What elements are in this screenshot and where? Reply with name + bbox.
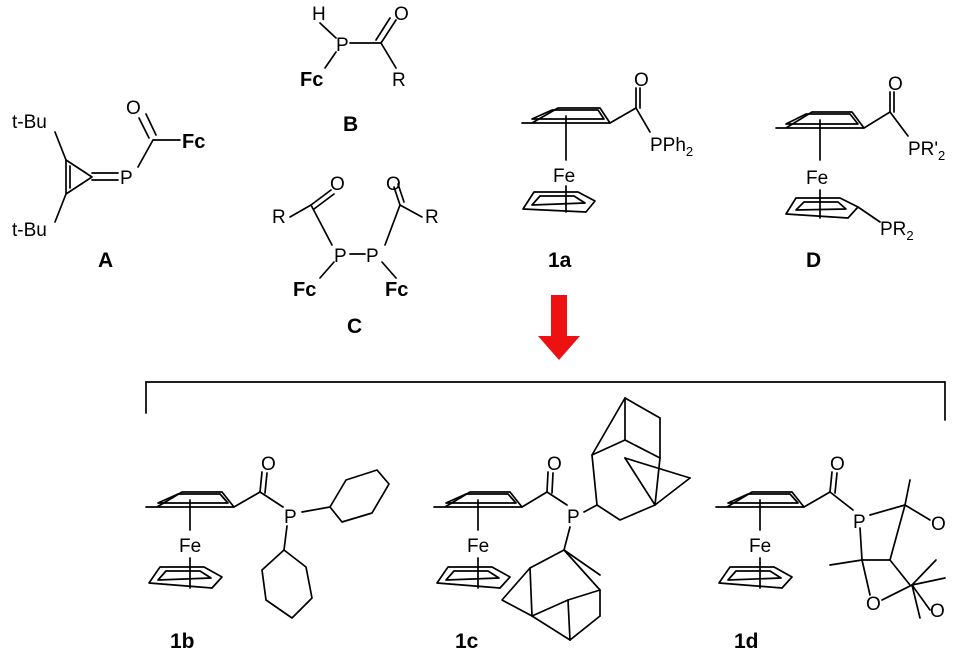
compound-label-1a: 1a — [548, 249, 572, 272]
compound-label-1b: 1b — [170, 630, 195, 653]
reaction-arrow — [538, 295, 580, 360]
phosphorus-label: P — [284, 507, 297, 528]
tbu-bottom-label: t-Bu — [12, 220, 47, 241]
hydrogen-label: H — [312, 4, 326, 25]
iron-label: Fe — [806, 168, 828, 189]
phosphorus-right-label: P — [366, 246, 379, 267]
compound-c: R R O O P P Fc Fc C — [272, 174, 439, 338]
r-left-label: R — [272, 207, 286, 228]
oxygen-label: O — [634, 70, 649, 91]
compound-1a: O Fe PPh2 1a — [521, 70, 693, 272]
pr2-label: PR2 — [880, 219, 914, 243]
fc-right-label: Fc — [385, 279, 408, 301]
compound-1d: O Fe P O O O 1d — [715, 454, 946, 653]
iron-label: Fe — [749, 536, 771, 557]
phosphorus-label: P — [120, 168, 133, 189]
compound-label-1d: 1d — [734, 630, 759, 653]
oxygen-label: O — [547, 454, 562, 475]
phosphorus-label: P — [853, 512, 866, 533]
phosphorus-label: P — [567, 507, 580, 528]
oxygen-label: O — [394, 4, 409, 25]
fc-left-label: Fc — [293, 279, 316, 301]
compound-label-b: B — [343, 113, 358, 136]
ring-oxygen-2-label: O — [930, 601, 945, 622]
ring-oxygen-3-label: O — [866, 594, 881, 615]
compound-b: H P O Fc R B — [300, 4, 409, 136]
oxygen-right-label: O — [386, 174, 401, 195]
phosphorus-label: P — [336, 35, 349, 56]
compound-label-1c: 1c — [455, 630, 479, 653]
r-right-label: R — [425, 207, 439, 228]
oxygen-label: O — [888, 74, 903, 95]
oxygen-label: O — [261, 454, 276, 475]
compound-d: O Fe PR'2 PR2 D — [775, 74, 945, 272]
compound-label-c: C — [347, 315, 362, 338]
pr2-prime-label: PR'2 — [908, 139, 945, 163]
iron-label: Fe — [179, 536, 201, 557]
product-bracket — [145, 381, 946, 421]
fc-label: Fc — [300, 69, 323, 91]
oxygen-label: O — [126, 98, 141, 119]
oxygen-label: O — [830, 454, 845, 475]
phosphorus-left-label: P — [334, 246, 347, 267]
compound-label-d: D — [806, 249, 821, 272]
compound-1b: O Fe P 1b — [145, 454, 390, 653]
pph2-label: PPh2 — [650, 135, 693, 159]
compound-1c: O Fe P 1c — [433, 397, 691, 653]
compound-label-a: A — [98, 249, 113, 272]
iron-label: Fe — [467, 536, 489, 557]
tbu-top-label: t-Bu — [12, 112, 47, 133]
fc-label: Fc — [182, 131, 205, 153]
oxygen-left-label: O — [330, 174, 345, 195]
compound-a: t-Bu t-Bu P O Fc A — [12, 98, 205, 272]
down-arrow-icon — [538, 295, 580, 360]
r-label: R — [392, 70, 406, 91]
iron-label: Fe — [553, 166, 575, 187]
ring-oxygen-1-label: O — [931, 514, 946, 535]
